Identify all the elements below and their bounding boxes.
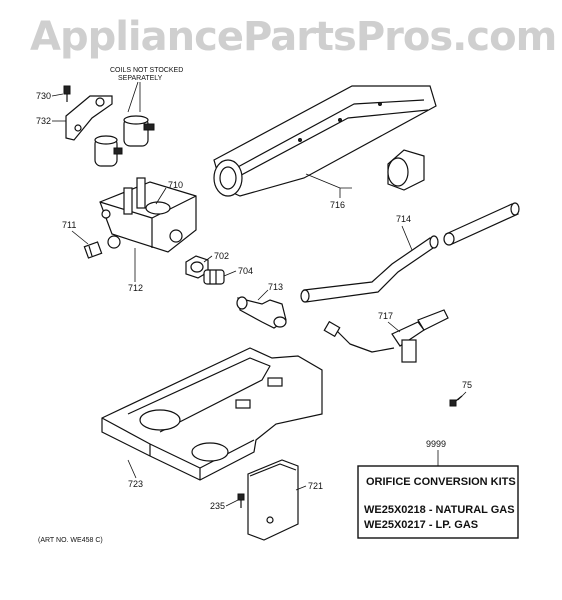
label-717: 717 bbox=[378, 311, 393, 321]
label-730: 730 bbox=[36, 91, 51, 101]
orifice-kit-box bbox=[357, 465, 519, 539]
label-712: 712 bbox=[128, 283, 143, 293]
part-717-igniter[interactable] bbox=[323, 309, 449, 363]
label-75: 75 bbox=[462, 380, 472, 390]
kit-box-line2: WE25X0217 - LP. GAS bbox=[364, 519, 478, 531]
part-723-base-bracket[interactable] bbox=[101, 347, 323, 481]
part-coil-right[interactable] bbox=[123, 115, 155, 147]
part-716-burner[interactable] bbox=[213, 85, 437, 197]
part-730-screw[interactable] bbox=[63, 85, 71, 102]
art-number: (ART NO. WE458 C) bbox=[38, 537, 103, 544]
part-712-gas-valve[interactable] bbox=[99, 177, 197, 253]
part-714-gas-tube[interactable] bbox=[300, 235, 439, 303]
leader-716 bbox=[305, 173, 352, 198]
part-coil-left[interactable] bbox=[94, 135, 123, 167]
watermark-text: AppliancePartsPros.com bbox=[30, 14, 556, 60]
part-235-screw[interactable] bbox=[237, 493, 245, 508]
label-702: 702 bbox=[214, 251, 229, 261]
part-721-shield[interactable] bbox=[247, 459, 299, 541]
label-704: 704 bbox=[238, 266, 253, 276]
label-710: 710 bbox=[168, 180, 183, 190]
label-9999: 9999 bbox=[426, 439, 446, 449]
label-732: 732 bbox=[36, 116, 51, 126]
label-711: 711 bbox=[62, 220, 76, 230]
part-burner-cylinder[interactable] bbox=[387, 149, 425, 191]
coils-note-line1: COILS NOT STOCKED bbox=[110, 67, 183, 74]
kit-box-title: ORIFICE CONVERSION KITS bbox=[366, 476, 516, 488]
label-723: 723 bbox=[128, 479, 143, 489]
part-713-elbow[interactable] bbox=[236, 296, 287, 329]
part-711-plug[interactable] bbox=[83, 241, 103, 259]
kit-box-line1: WE25X0218 - NATURAL GAS bbox=[364, 504, 515, 516]
part-straight-tube[interactable] bbox=[443, 202, 520, 246]
coils-note-line2: SEPARATELY bbox=[118, 75, 163, 82]
coils-note-leader bbox=[127, 81, 141, 113]
part-732-bracket[interactable] bbox=[65, 95, 113, 141]
part-704-orifice[interactable] bbox=[203, 269, 225, 285]
label-714: 714 bbox=[396, 214, 411, 224]
label-716: 716 bbox=[330, 200, 345, 210]
label-713: 713 bbox=[268, 282, 283, 292]
label-721: 721 bbox=[308, 481, 323, 491]
label-235: 235 bbox=[210, 501, 225, 511]
